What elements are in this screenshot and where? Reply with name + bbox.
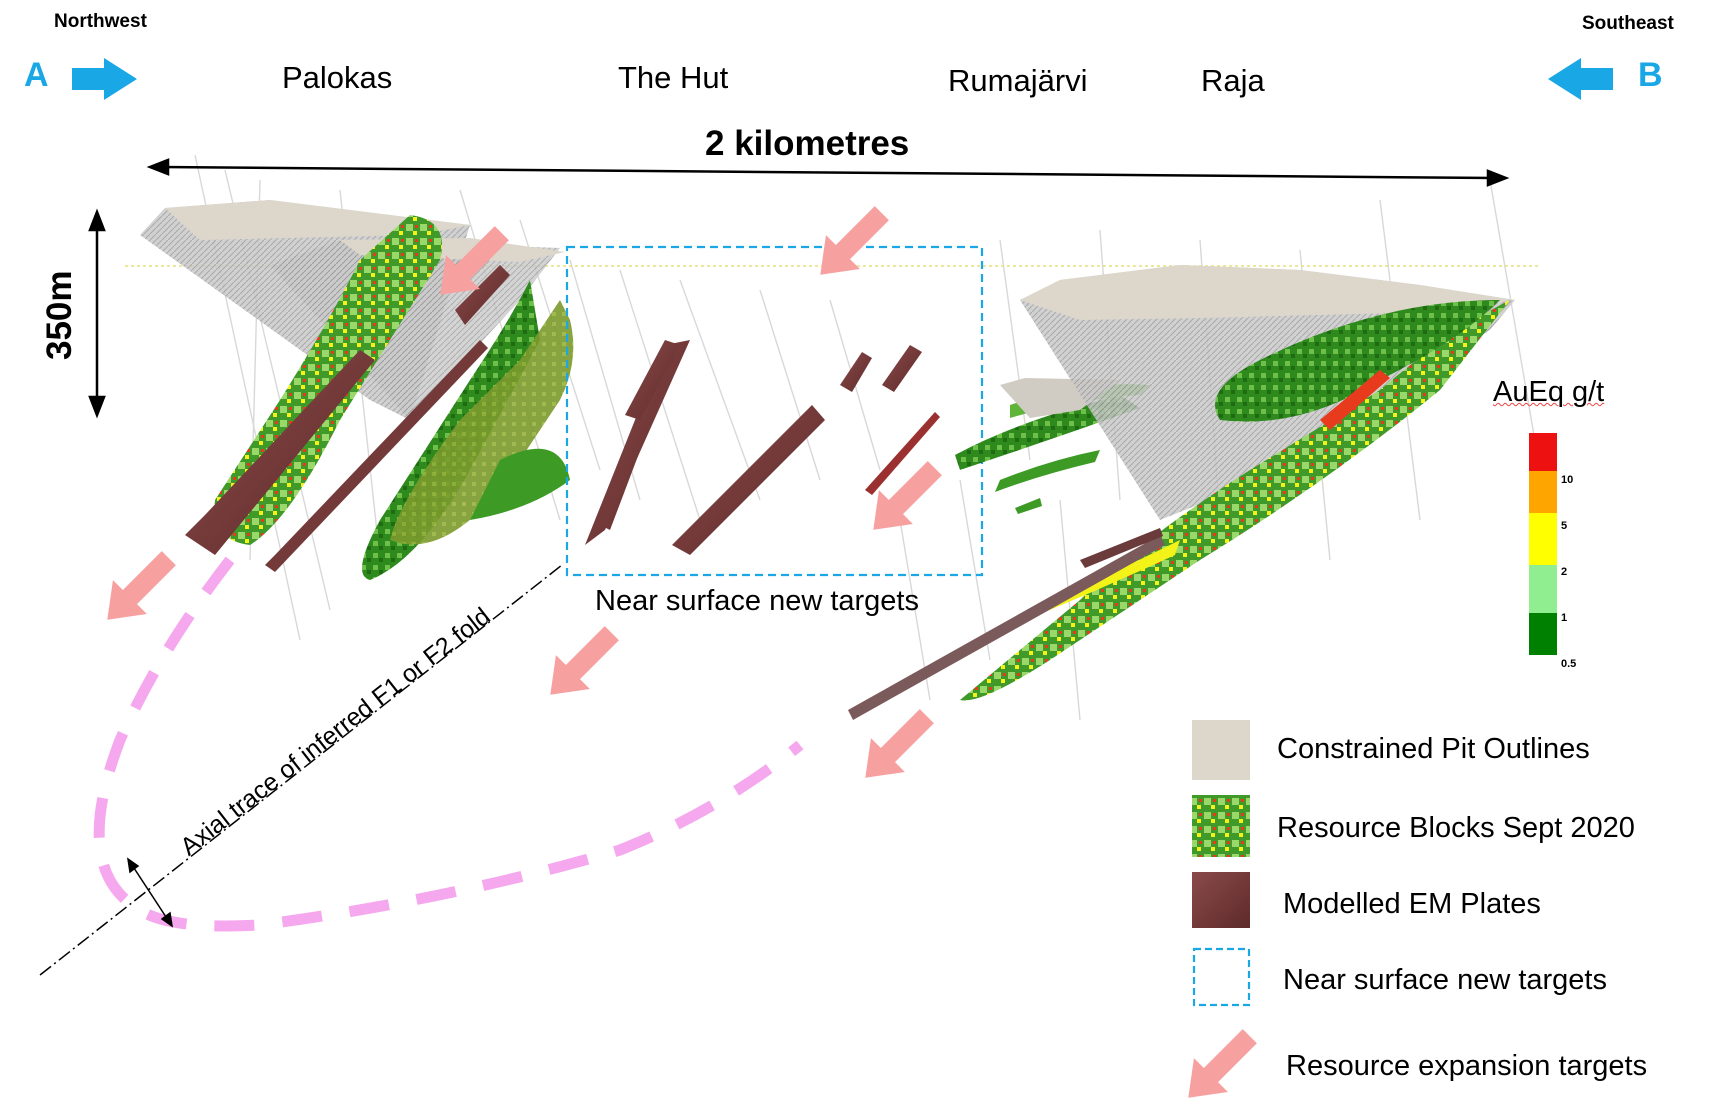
right-arrow-icon bbox=[72, 58, 137, 100]
legend-swatch-resource bbox=[1192, 795, 1250, 857]
em-plate-raja-2 bbox=[1080, 528, 1163, 568]
color-scale-tick: 5 bbox=[1561, 520, 1568, 532]
expansion-arrow-icon bbox=[550, 626, 619, 695]
left-arrow-icon bbox=[1548, 58, 1613, 100]
expansion-arrow-icon bbox=[865, 709, 934, 778]
legend-swatch-arrow-icon bbox=[1188, 1029, 1257, 1098]
location-raja: Raja bbox=[1201, 63, 1265, 98]
near-surface-targets-box bbox=[565, 245, 984, 577]
northwest-label: Northwest bbox=[54, 11, 147, 32]
location-rumajarvi: Rumajärvi bbox=[948, 63, 1088, 98]
legend-label-resource: Resource Blocks Sept 2020 bbox=[1277, 812, 1635, 844]
southeast-label: Southeast bbox=[1582, 13, 1674, 34]
point-a-label: A bbox=[24, 56, 49, 94]
expansion-arrow-icon bbox=[820, 206, 889, 275]
legend-label-em-plate: Modelled EM Plates bbox=[1283, 888, 1541, 920]
vertical-scale-arrow bbox=[88, 208, 106, 419]
legend-swatch-dashed-box bbox=[1192, 947, 1251, 1007]
legend-label-expansion: Resource expansion targets bbox=[1286, 1050, 1648, 1082]
color-scale-tick: 10 bbox=[1561, 474, 1574, 486]
expansion-arrow-icon bbox=[107, 551, 176, 620]
point-b-label: B bbox=[1638, 56, 1663, 94]
color-scale-tick: 2 bbox=[1561, 566, 1568, 578]
horizontal-scale-label: 2 kilometres bbox=[705, 124, 910, 163]
expansion-target-arrows bbox=[107, 206, 942, 778]
expansion-arrow-icon bbox=[873, 461, 942, 530]
horizontal-scale-arrow bbox=[146, 158, 1510, 187]
color-scale-title: AuEq g/t bbox=[1493, 376, 1605, 408]
legend-label-near-surface: Near surface new targets bbox=[1283, 964, 1607, 996]
em-plates-the-hut bbox=[585, 340, 940, 555]
location-the-hut: The Hut bbox=[618, 60, 729, 95]
resource-blocks-raja bbox=[960, 300, 1510, 701]
color-scale-tick: 1 bbox=[1561, 612, 1568, 624]
em-plate-raja bbox=[848, 535, 1165, 720]
legend-label-pit: Constrained Pit Outlines bbox=[1277, 733, 1590, 765]
color-scale-tick: 0.5 bbox=[1561, 658, 1577, 670]
location-palokas: Palokas bbox=[282, 60, 393, 95]
fold-trace bbox=[93, 556, 804, 932]
legend-swatch-em-plate bbox=[1192, 872, 1250, 928]
em-plates-palokas bbox=[185, 265, 510, 572]
legend-swatch-pit bbox=[1192, 720, 1250, 780]
near-surface-targets-label: Near surface new targets bbox=[595, 585, 919, 617]
expansion-arrow-icon bbox=[440, 226, 509, 295]
color-scale-bar bbox=[1529, 433, 1557, 655]
axial-trace-line bbox=[39, 564, 563, 976]
fold-width-arrow bbox=[126, 857, 174, 928]
